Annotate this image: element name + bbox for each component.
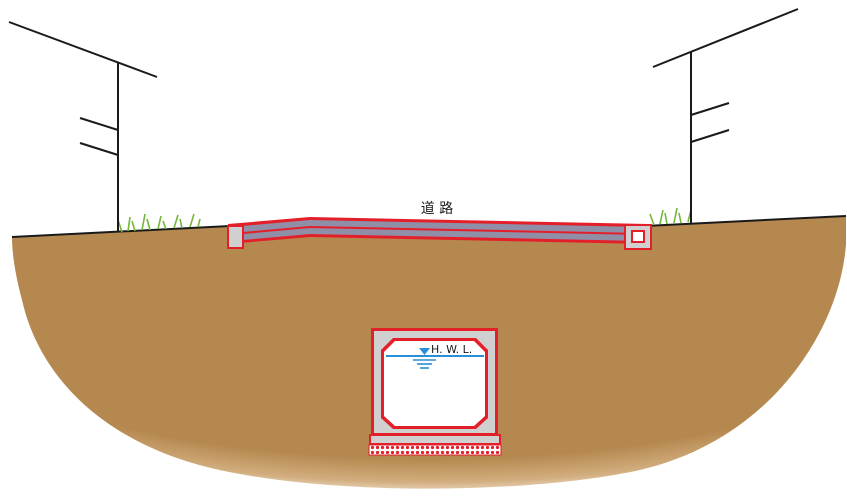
utility-pole-right-icon xyxy=(652,8,799,224)
left-curb xyxy=(227,225,244,249)
utility-pole-left-icon xyxy=(8,21,158,232)
right-gutter xyxy=(624,224,652,250)
water-level-mark-icon xyxy=(386,348,484,369)
grass-tuft-left-icon xyxy=(117,213,201,233)
hwl-label: H. W. L. xyxy=(431,343,472,356)
road-pavement xyxy=(228,217,648,244)
road-label: 道 路 xyxy=(421,201,453,217)
box-culvert xyxy=(371,328,498,436)
culvert-foundation xyxy=(368,434,502,456)
grass-tuft-right-icon xyxy=(649,207,692,226)
